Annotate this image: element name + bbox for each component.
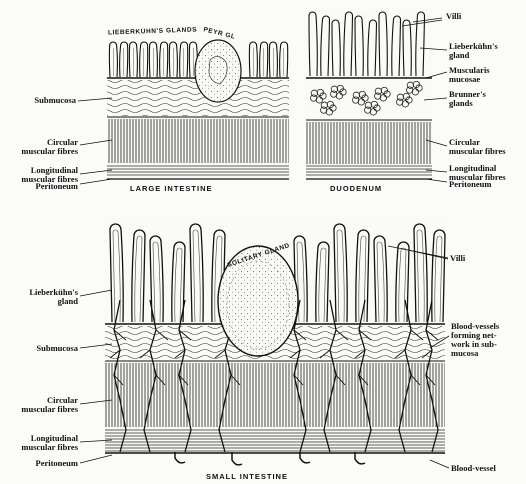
duodenum-mucosa [306, 10, 432, 76]
large-intestine-panel [107, 38, 289, 179]
si-submucosa-label: Submucosa [2, 344, 78, 353]
peritoneal-vessel [232, 452, 242, 465]
si-network-label: Blood-vessels forming net- work in sub- … [451, 322, 499, 358]
duo-peritoneum-label: Peritoneum [449, 180, 492, 189]
duodenum-panel [306, 10, 432, 179]
si-lieberkuhn-label: Lieberkühn's gland [2, 288, 78, 306]
small-intestine-longitudinal-muscle [105, 428, 445, 452]
large-intestine-lymph-follicle [195, 40, 241, 102]
duodenum-longitudinal-muscle [306, 165, 432, 177]
small-intestine-caption: SMALL INTESTINE [206, 472, 288, 481]
si-peritoneum-label: Peritoneum [2, 459, 78, 468]
duo-muscularis-label: Muscularis mucosae [449, 66, 490, 84]
li-submucosa-label: Submucosa [2, 96, 76, 105]
duodenum-circular-muscle [306, 122, 432, 164]
duo-lieberkuhn-label: Lieberkühn's gland [449, 42, 498, 60]
duo-villi-label: Villi [446, 12, 461, 21]
duo-brunner-label: Brunner's glands [449, 90, 486, 108]
duo-circular-label: Circular muscular fibres [449, 138, 506, 156]
peritoneal-vessel [355, 452, 365, 464]
large-intestine-circular-muscle [107, 119, 289, 163]
duodenum-caption: DUODENUM [330, 184, 382, 193]
small-intestine-panel [105, 218, 445, 465]
li-circular-label: Circular muscular fibres [2, 138, 78, 156]
large-intestine-caption: LARGE INTESTINE [130, 184, 213, 193]
large-intestine-longitudinal-muscle [107, 164, 289, 177]
si-villi-label: Villi [450, 254, 465, 263]
si-circular-label: Circular muscular fibres [2, 396, 78, 414]
si-longitudinal-label: Longitudinal muscular fibres [2, 434, 78, 452]
li-peritoneum-label: Peritoneum [2, 182, 78, 191]
si-vessel-label: Blood-vessel [451, 464, 496, 473]
